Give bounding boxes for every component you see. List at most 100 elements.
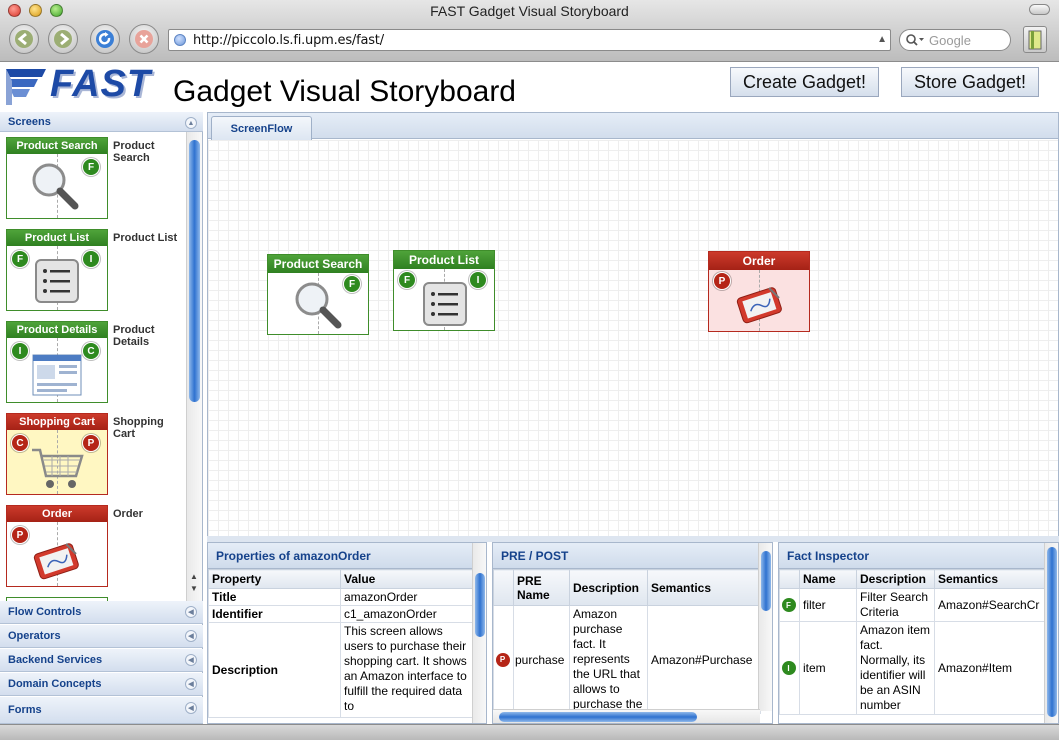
table-row[interactable]: Identifier c1_amazonOrder — [208, 605, 475, 623]
screen-card-title: Product Search — [7, 138, 107, 154]
column-header[interactable]: Name — [799, 569, 857, 589]
expand-icon[interactable]: ◀ — [185, 702, 197, 714]
column-header[interactable]: Value — [340, 569, 475, 589]
magnifier-icon — [295, 282, 342, 329]
screen-card-product-search[interactable]: Product Search F — [6, 137, 108, 219]
screens-heading: Screens — [8, 115, 51, 128]
fact-semantics: Amazon#SearchCr — [934, 588, 1047, 622]
scrollbar-thumb[interactable] — [189, 140, 200, 402]
badge-post: P — [82, 434, 100, 452]
table-row[interactable]: F filter Filter Search Criteria Amazon#S… — [779, 588, 1047, 622]
search-field[interactable]: Google — [899, 29, 1011, 51]
screen-card-order[interactable]: Order P — [6, 505, 108, 587]
expand-icon[interactable]: ◀ — [185, 630, 197, 642]
property-name: Identifier — [208, 605, 341, 623]
logo-stripes-icon — [6, 69, 46, 105]
column-header[interactable]: Semantics — [647, 569, 761, 606]
property-name: Description — [208, 622, 341, 718]
fact-name: item — [799, 621, 857, 715]
arrow-right-icon — [54, 30, 72, 48]
property-value[interactable]: amazonOrder — [340, 588, 475, 606]
reload-icon — [96, 30, 114, 48]
minimize-window-button[interactable] — [29, 4, 42, 17]
panel-splitter[interactable] — [207, 536, 1059, 542]
reload-button[interactable] — [90, 24, 120, 54]
scrollbar-thumb[interactable] — [1047, 547, 1057, 717]
fast-logo: FAST — [2, 63, 162, 109]
store-gadget-button[interactable]: Store Gadget! — [901, 67, 1039, 97]
collapse-icon[interactable]: ▲ — [185, 117, 197, 129]
chevron-down-icon[interactable]: ▲ — [877, 34, 887, 45]
property-value[interactable]: This screen allows users to purchase the… — [340, 622, 475, 718]
fact-description: Amazon item fact. Normally, its identifi… — [856, 621, 935, 715]
badge-condition: C — [11, 434, 29, 452]
section-label: Flow Controls — [8, 606, 82, 618]
screen-card-product-details[interactable]: Product Details I C — [6, 321, 108, 403]
section-operators[interactable]: Operators◀ — [0, 625, 203, 648]
badge-post: P — [11, 526, 29, 544]
canvas-node-order[interactable]: Order P — [708, 251, 810, 332]
screenflow-canvas[interactable]: Product Search F Product List F I — [208, 140, 1058, 536]
table-row[interactable]: Title amazonOrder — [208, 588, 475, 606]
bookmarks-button[interactable] — [1023, 26, 1047, 53]
tab-screenflow[interactable]: ScreenFlow — [211, 116, 312, 140]
section-backend-services[interactable]: Backend Services◀ — [0, 649, 203, 672]
facts-scrollbar[interactable] — [1044, 543, 1058, 723]
prepost-table: PRE Name Description Semantics P purchas… — [493, 569, 761, 714]
page-title: Gadget Visual Storyboard — [173, 75, 516, 108]
fact-description: Filter Search Criteria — [856, 588, 935, 622]
screen-label: Product Search — [113, 140, 155, 164]
zoom-window-button[interactable] — [50, 4, 63, 17]
properties-scrollbar[interactable] — [472, 543, 486, 723]
expand-icon[interactable]: ◀ — [185, 606, 197, 618]
bookmark-icon — [1028, 30, 1042, 49]
app-header: FAST Gadget Visual Storyboard Create Gad… — [0, 63, 1059, 112]
canvas-node-product-list[interactable]: Product List F I — [393, 250, 495, 331]
screen-card-title: Shopping Cart — [7, 414, 107, 430]
screen-label: Product Details — [113, 324, 155, 348]
column-header[interactable]: PRE Name — [513, 569, 570, 606]
fact-name: filter — [799, 588, 857, 622]
expand-icon[interactable]: ◀ — [185, 678, 197, 690]
column-header[interactable]: Property — [208, 569, 341, 589]
badge-input: I — [469, 271, 487, 289]
address-bar[interactable]: http://piccolo.ls.fi.upm.es/fast/ ▲ — [168, 29, 891, 51]
canvas-node-product-search[interactable]: Product Search F — [267, 254, 369, 335]
screens-section-header[interactable]: Screens ▲ — [0, 112, 203, 132]
screens-scrollbar[interactable]: ▲ ▼ — [186, 132, 202, 601]
screen-card-shopping-cart[interactable]: Shopping Cart C P — [6, 413, 108, 495]
stop-button[interactable] — [129, 24, 159, 54]
section-label: Domain Concepts — [8, 678, 102, 690]
prepost-heading: PRE / POST — [493, 543, 772, 569]
scrollbar-thumb[interactable] — [761, 551, 771, 611]
screen-card-product-list[interactable]: Product List F I — [6, 229, 108, 311]
search-placeholder: Google — [929, 32, 971, 48]
table-row[interactable]: P purchase Amazon purchase fact. It repr… — [493, 605, 761, 714]
table-row[interactable]: Description This screen allows users to … — [208, 622, 475, 718]
column-header[interactable]: Description — [856, 569, 935, 589]
scrollbar-thumb[interactable] — [499, 712, 697, 722]
property-name: Title — [208, 588, 341, 606]
expand-icon[interactable]: ◀ — [185, 654, 197, 666]
table-row[interactable]: I item Amazon item fact. Normally, its i… — [779, 621, 1047, 715]
close-window-button[interactable] — [8, 4, 21, 17]
prepost-hscrollbar[interactable] — [493, 709, 760, 723]
back-button[interactable] — [9, 24, 39, 54]
column-header[interactable]: Semantics — [934, 569, 1047, 589]
section-domain-concepts[interactable]: Domain Concepts ◀ — [0, 673, 203, 696]
list-icon — [35, 259, 79, 303]
screen-card-partial[interactable] — [6, 597, 108, 601]
toolbar-toggle-button[interactable] — [1029, 4, 1050, 15]
property-value[interactable]: c1_amazonOrder — [340, 605, 475, 623]
column-header[interactable]: Description — [569, 569, 648, 606]
section-forms[interactable]: Forms◀ — [0, 697, 203, 724]
badge-condition: C — [82, 342, 100, 360]
section-flow-controls[interactable]: Flow Controls ◀ — [0, 601, 203, 624]
scroll-down-icon[interactable]: ▼ — [190, 584, 198, 593]
prepost-scrollbar[interactable] — [758, 543, 772, 711]
scrollbar-thumb[interactable] — [475, 573, 485, 637]
create-gadget-button[interactable]: Create Gadget! — [730, 67, 879, 97]
scroll-up-icon[interactable]: ▲ — [190, 572, 198, 581]
forward-button[interactable] — [48, 24, 78, 54]
